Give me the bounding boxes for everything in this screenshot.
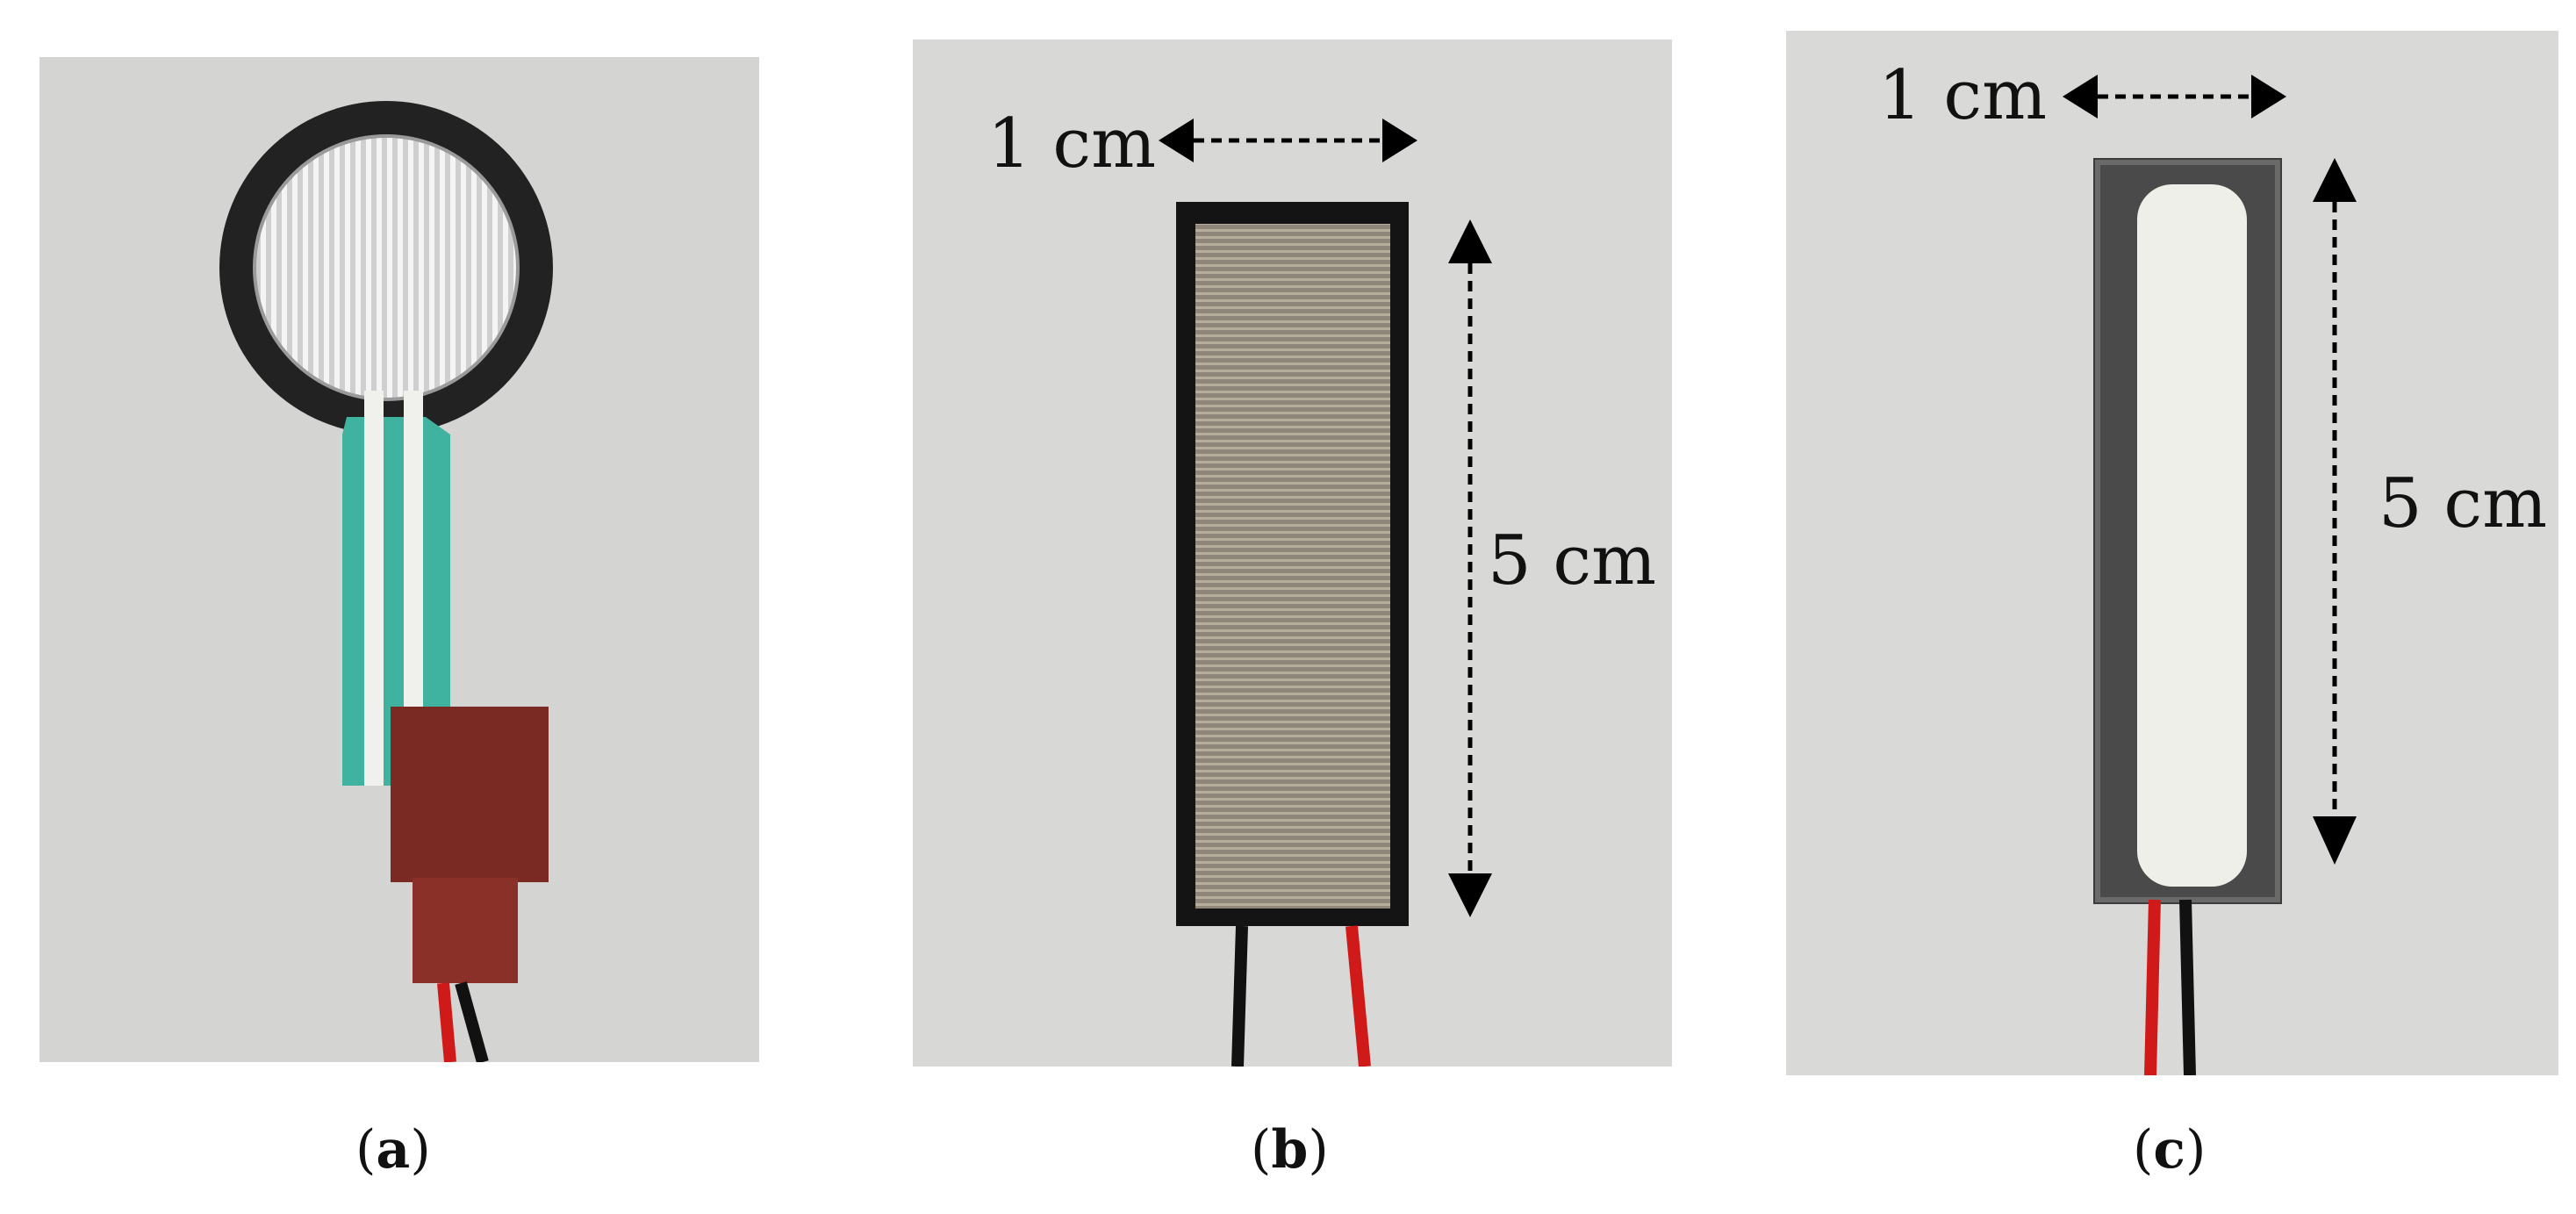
caption-b: (b) bbox=[1251, 1119, 1329, 1181]
height-label-c: 5 cm bbox=[2379, 464, 2548, 543]
panel-a: (a) bbox=[0, 0, 790, 1214]
photo-round-force-sensor bbox=[39, 57, 759, 1062]
photo-textile-sensor-c: 1 cm 5 cm bbox=[1786, 31, 2558, 1075]
round-fsr-sensor-illustration bbox=[219, 101, 553, 1062]
height-label-b: 5 cm bbox=[1488, 521, 1657, 600]
photo-textile-sensor-b: 1 cm 5 cm bbox=[913, 40, 1672, 1067]
width-label-b: 1 cm bbox=[987, 104, 1157, 183]
panel-c: 1 cm 5 cm (c) bbox=[1773, 0, 2576, 1214]
caption-a: (a) bbox=[355, 1119, 431, 1181]
caption-c: (c) bbox=[2133, 1119, 2206, 1181]
panel-b: 1 cm 5 cm (b) bbox=[878, 0, 1720, 1214]
width-label-c: 1 cm bbox=[1878, 56, 2048, 135]
textile-sensor-b-illustration bbox=[1159, 119, 1492, 1067]
textile-sensor-c-illustration bbox=[2063, 75, 2357, 1075]
